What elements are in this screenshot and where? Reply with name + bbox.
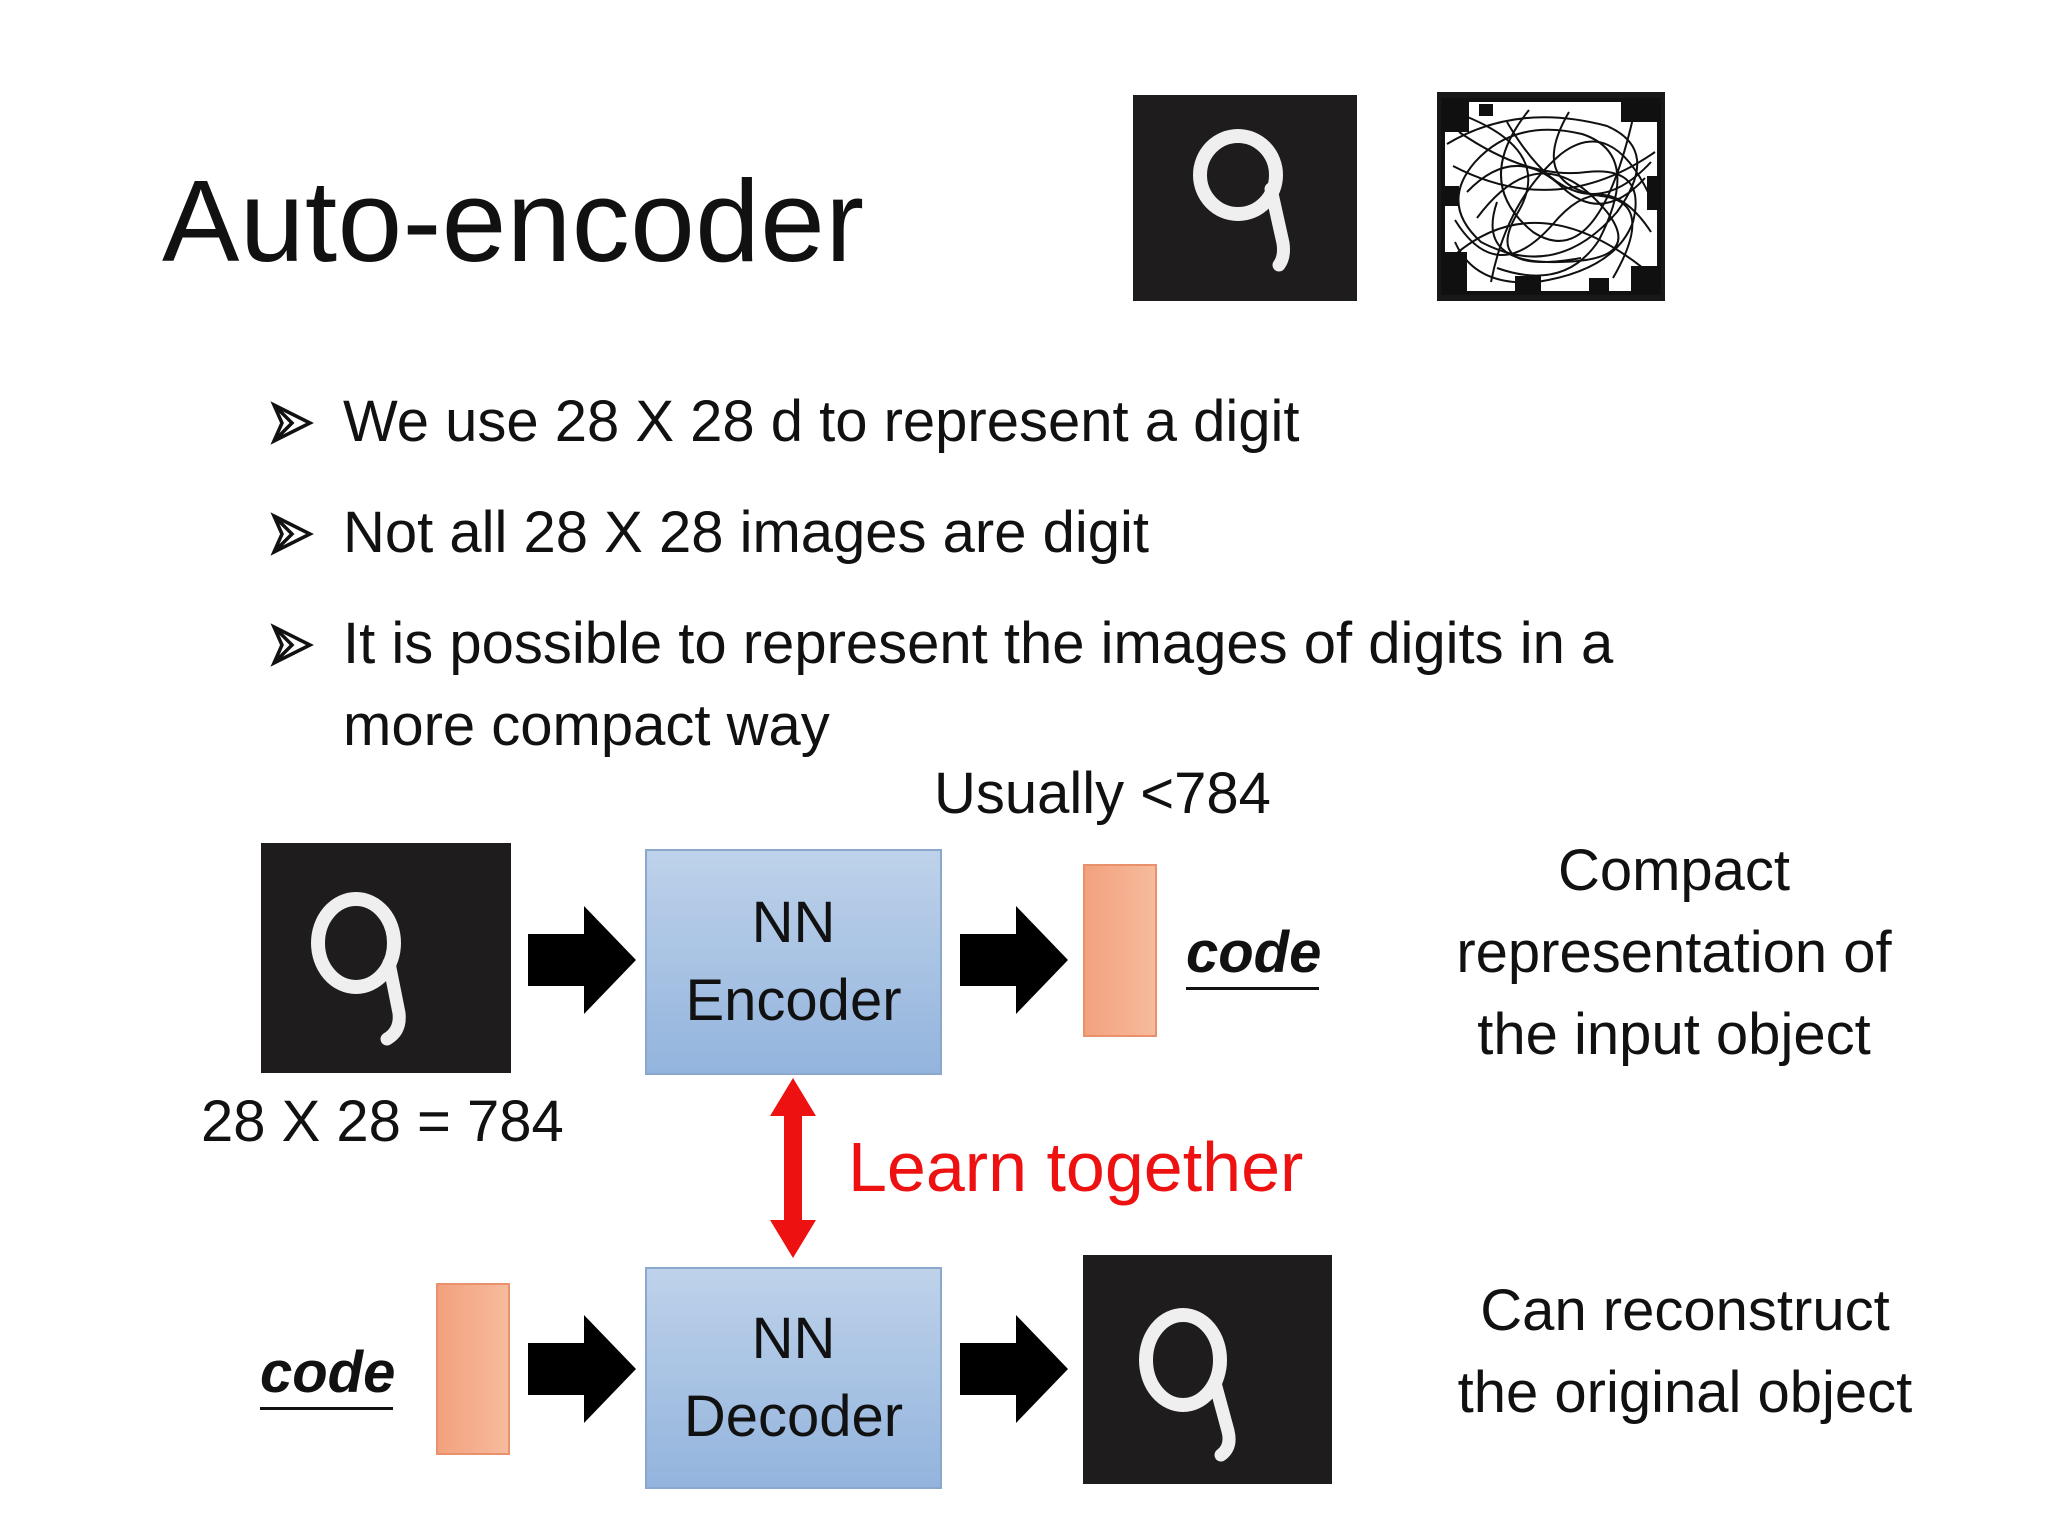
digit-nine-icon xyxy=(1139,1308,1236,1462)
scribble-noise-icon xyxy=(1441,98,1661,295)
right-arrow-icon xyxy=(960,906,1068,1014)
reconstruct-line-1: Can reconstruct xyxy=(1480,1278,1890,1343)
bullet-text: We use 28 X 28 d to represent a digit xyxy=(343,389,1300,454)
code-underline xyxy=(1186,987,1319,990)
bullet-list: We use 28 X 28 d to represent a digit No… xyxy=(266,389,1746,769)
digit-nine-icon xyxy=(311,892,406,1046)
reconstruct-line-2: the original object xyxy=(1457,1360,1913,1425)
slide-title: Auto-encoder xyxy=(162,156,865,286)
right-arrow-icon xyxy=(528,906,636,1014)
right-arrow-icon xyxy=(528,1315,636,1423)
compact-line-3: the input object xyxy=(1477,1002,1871,1067)
bullet-text-continuation: more compact way xyxy=(343,693,830,758)
decoder-line-2: Decoder xyxy=(683,1384,904,1449)
right-arrow-icon xyxy=(960,1315,1068,1423)
bullet-text: Not all 28 X 28 images are digit xyxy=(343,500,1149,565)
input-digit-image xyxy=(261,843,511,1073)
digit-image-top-clean xyxy=(1133,95,1357,301)
decoder-code-vector xyxy=(436,1283,510,1455)
learn-together-label: Learn together xyxy=(848,1128,1304,1206)
encoder-line-2: Encoder xyxy=(685,968,902,1033)
compact-line-2: representation of xyxy=(1456,920,1892,985)
arrowhead-bullet-icon xyxy=(270,512,314,556)
encoder-line-1: NN xyxy=(751,889,836,955)
compact-line-1: Compact xyxy=(1557,838,1791,903)
reconstructed-digit-image xyxy=(1083,1255,1332,1484)
encoder-box: NN Encoder xyxy=(645,849,942,1075)
code-label: code xyxy=(1186,920,1322,985)
compact-text: Compact representation of the input obje… xyxy=(1425,830,1923,1076)
decoder-code-label: code xyxy=(260,1340,396,1405)
dimension-label: 28 X 28 = 784 xyxy=(201,1089,564,1154)
decoder-box: NN Decoder xyxy=(645,1267,942,1489)
bullet-text: It is possible to represent the images o… xyxy=(343,611,1614,676)
arrowhead-bullet-icon xyxy=(270,623,314,667)
noise-image xyxy=(1437,92,1665,301)
double-arrow-icon xyxy=(770,1078,816,1258)
usually-label: Usually <784 xyxy=(934,761,1271,826)
digit-nine-icon xyxy=(1193,129,1290,272)
decoder-code-underline xyxy=(260,1407,393,1410)
decoder-line-1: NN xyxy=(751,1305,836,1371)
arrowhead-bullet-icon xyxy=(270,401,314,445)
code-vector xyxy=(1083,864,1157,1037)
reconstruct-text: Can reconstruct the original object xyxy=(1425,1270,1945,1434)
